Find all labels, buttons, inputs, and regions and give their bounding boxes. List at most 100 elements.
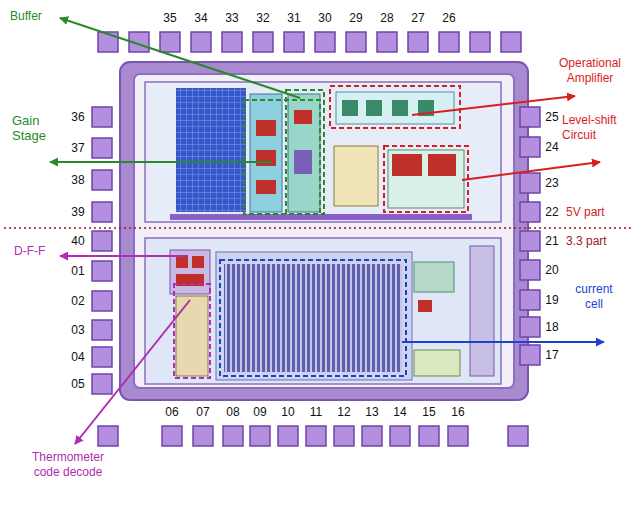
bond-pads <box>508 426 528 446</box>
upper-5v-region <box>388 150 464 208</box>
bond-pads <box>253 32 273 52</box>
bond-pads <box>92 138 112 158</box>
callout-label: Thermometer code decode <box>18 450 118 480</box>
bond-pads <box>250 426 270 446</box>
pin-number: 26 <box>442 11 455 25</box>
upper-5v-region <box>176 88 246 212</box>
bond-pads <box>193 426 213 446</box>
pin-number: 16 <box>451 405 464 419</box>
pin-number: 03 <box>71 323 84 337</box>
lower-3v3-region <box>192 256 204 268</box>
pin-number: 15 <box>422 405 435 419</box>
pin-number: 06 <box>165 405 178 419</box>
pin-number: 24 <box>545 140 558 154</box>
upper-5v-region <box>392 100 408 116</box>
callout-label: 3.3 part <box>566 234 607 249</box>
pin-number: 25 <box>545 110 558 124</box>
lower-3v3-region <box>414 262 454 292</box>
leader-arrow <box>60 18 300 98</box>
pin-number: 11 <box>310 405 322 419</box>
pin-number: 01 <box>71 264 84 278</box>
lower-3v3-region <box>224 264 402 372</box>
bond-pads <box>419 426 439 446</box>
pin-number: 36 <box>71 110 84 124</box>
lower-3v3-region <box>176 256 188 268</box>
leader-arrow <box>50 18 604 444</box>
pin-number: 27 <box>411 11 424 25</box>
bond-pads <box>501 32 521 52</box>
pin-number: 13 <box>365 405 378 419</box>
upper-5v-region <box>256 180 276 194</box>
bond-pads <box>162 426 182 446</box>
upper-5v-region <box>342 100 358 116</box>
leader-arrow <box>75 300 190 444</box>
pin-number: 30 <box>318 11 331 25</box>
pin-number: 05 <box>71 377 84 391</box>
callout-label: current cell <box>566 282 622 312</box>
pin-number: 38 <box>71 173 84 187</box>
callout-label: Gain Stage <box>12 113 56 143</box>
pin-number: 08 <box>226 405 239 419</box>
bond-pads <box>160 32 180 52</box>
bond-pads <box>92 170 112 190</box>
pin-number: 39 <box>71 205 84 219</box>
lower-3v3-region <box>414 350 460 376</box>
leader-arrow <box>462 162 600 180</box>
bond-pads <box>92 291 112 311</box>
lower-3v3-region <box>418 300 432 312</box>
upper-5v-region <box>244 100 320 214</box>
bond-pads <box>520 231 540 251</box>
callout-label: Level-shift Circuit <box>562 113 632 143</box>
lower-3v3-region <box>145 238 501 384</box>
pin-number: 37 <box>71 141 84 155</box>
pin-number: 23 <box>545 176 558 190</box>
bond-pads <box>191 32 211 52</box>
upper-5v-region <box>294 150 312 174</box>
bond-pads <box>520 345 540 365</box>
upper-5v-region <box>366 100 382 116</box>
bond-pads <box>520 290 540 310</box>
bond-pads <box>390 426 410 446</box>
upper-5v-region <box>330 86 460 128</box>
bond-pads <box>92 347 112 367</box>
bond-pads <box>408 32 428 52</box>
lower-3v3-region <box>220 260 406 376</box>
lower-3v3-region <box>470 246 494 376</box>
bond-pads <box>520 137 540 157</box>
upper-5v-region <box>428 154 456 176</box>
bond-pads <box>520 260 540 280</box>
bond-pads <box>92 32 540 446</box>
upper-5v-region <box>334 146 378 206</box>
pin-number: 28 <box>380 11 393 25</box>
bond-pads <box>439 32 459 52</box>
upper-5v-region <box>384 146 468 212</box>
bond-pads <box>520 107 540 127</box>
pin-number: 09 <box>253 405 266 419</box>
bond-pads <box>315 32 335 52</box>
pin-number: 33 <box>225 11 238 25</box>
bond-pads <box>448 426 468 446</box>
upper-5v-region <box>256 150 276 166</box>
lower-3v3-region <box>176 296 208 376</box>
bond-pads <box>520 173 540 193</box>
bond-pads <box>362 426 382 446</box>
pin-number: 04 <box>71 350 84 364</box>
callout-label: Buffer <box>10 9 42 24</box>
bond-pads <box>92 107 112 127</box>
pin-number: 22 <box>545 205 558 219</box>
pin-number: 34 <box>194 11 207 25</box>
bond-pads <box>284 32 304 52</box>
divider-line <box>4 228 634 229</box>
bond-pads <box>92 261 112 281</box>
pin-number: 19 <box>545 293 558 307</box>
upper-5v-region <box>336 92 454 124</box>
leader-arrow <box>60 255 188 257</box>
upper-5v-region <box>145 82 501 222</box>
leader-arrow <box>50 161 272 163</box>
bond-pads <box>223 426 243 446</box>
upper-5v-region <box>145 82 501 222</box>
bond-pads <box>222 32 242 52</box>
pin-number: 10 <box>281 405 294 419</box>
